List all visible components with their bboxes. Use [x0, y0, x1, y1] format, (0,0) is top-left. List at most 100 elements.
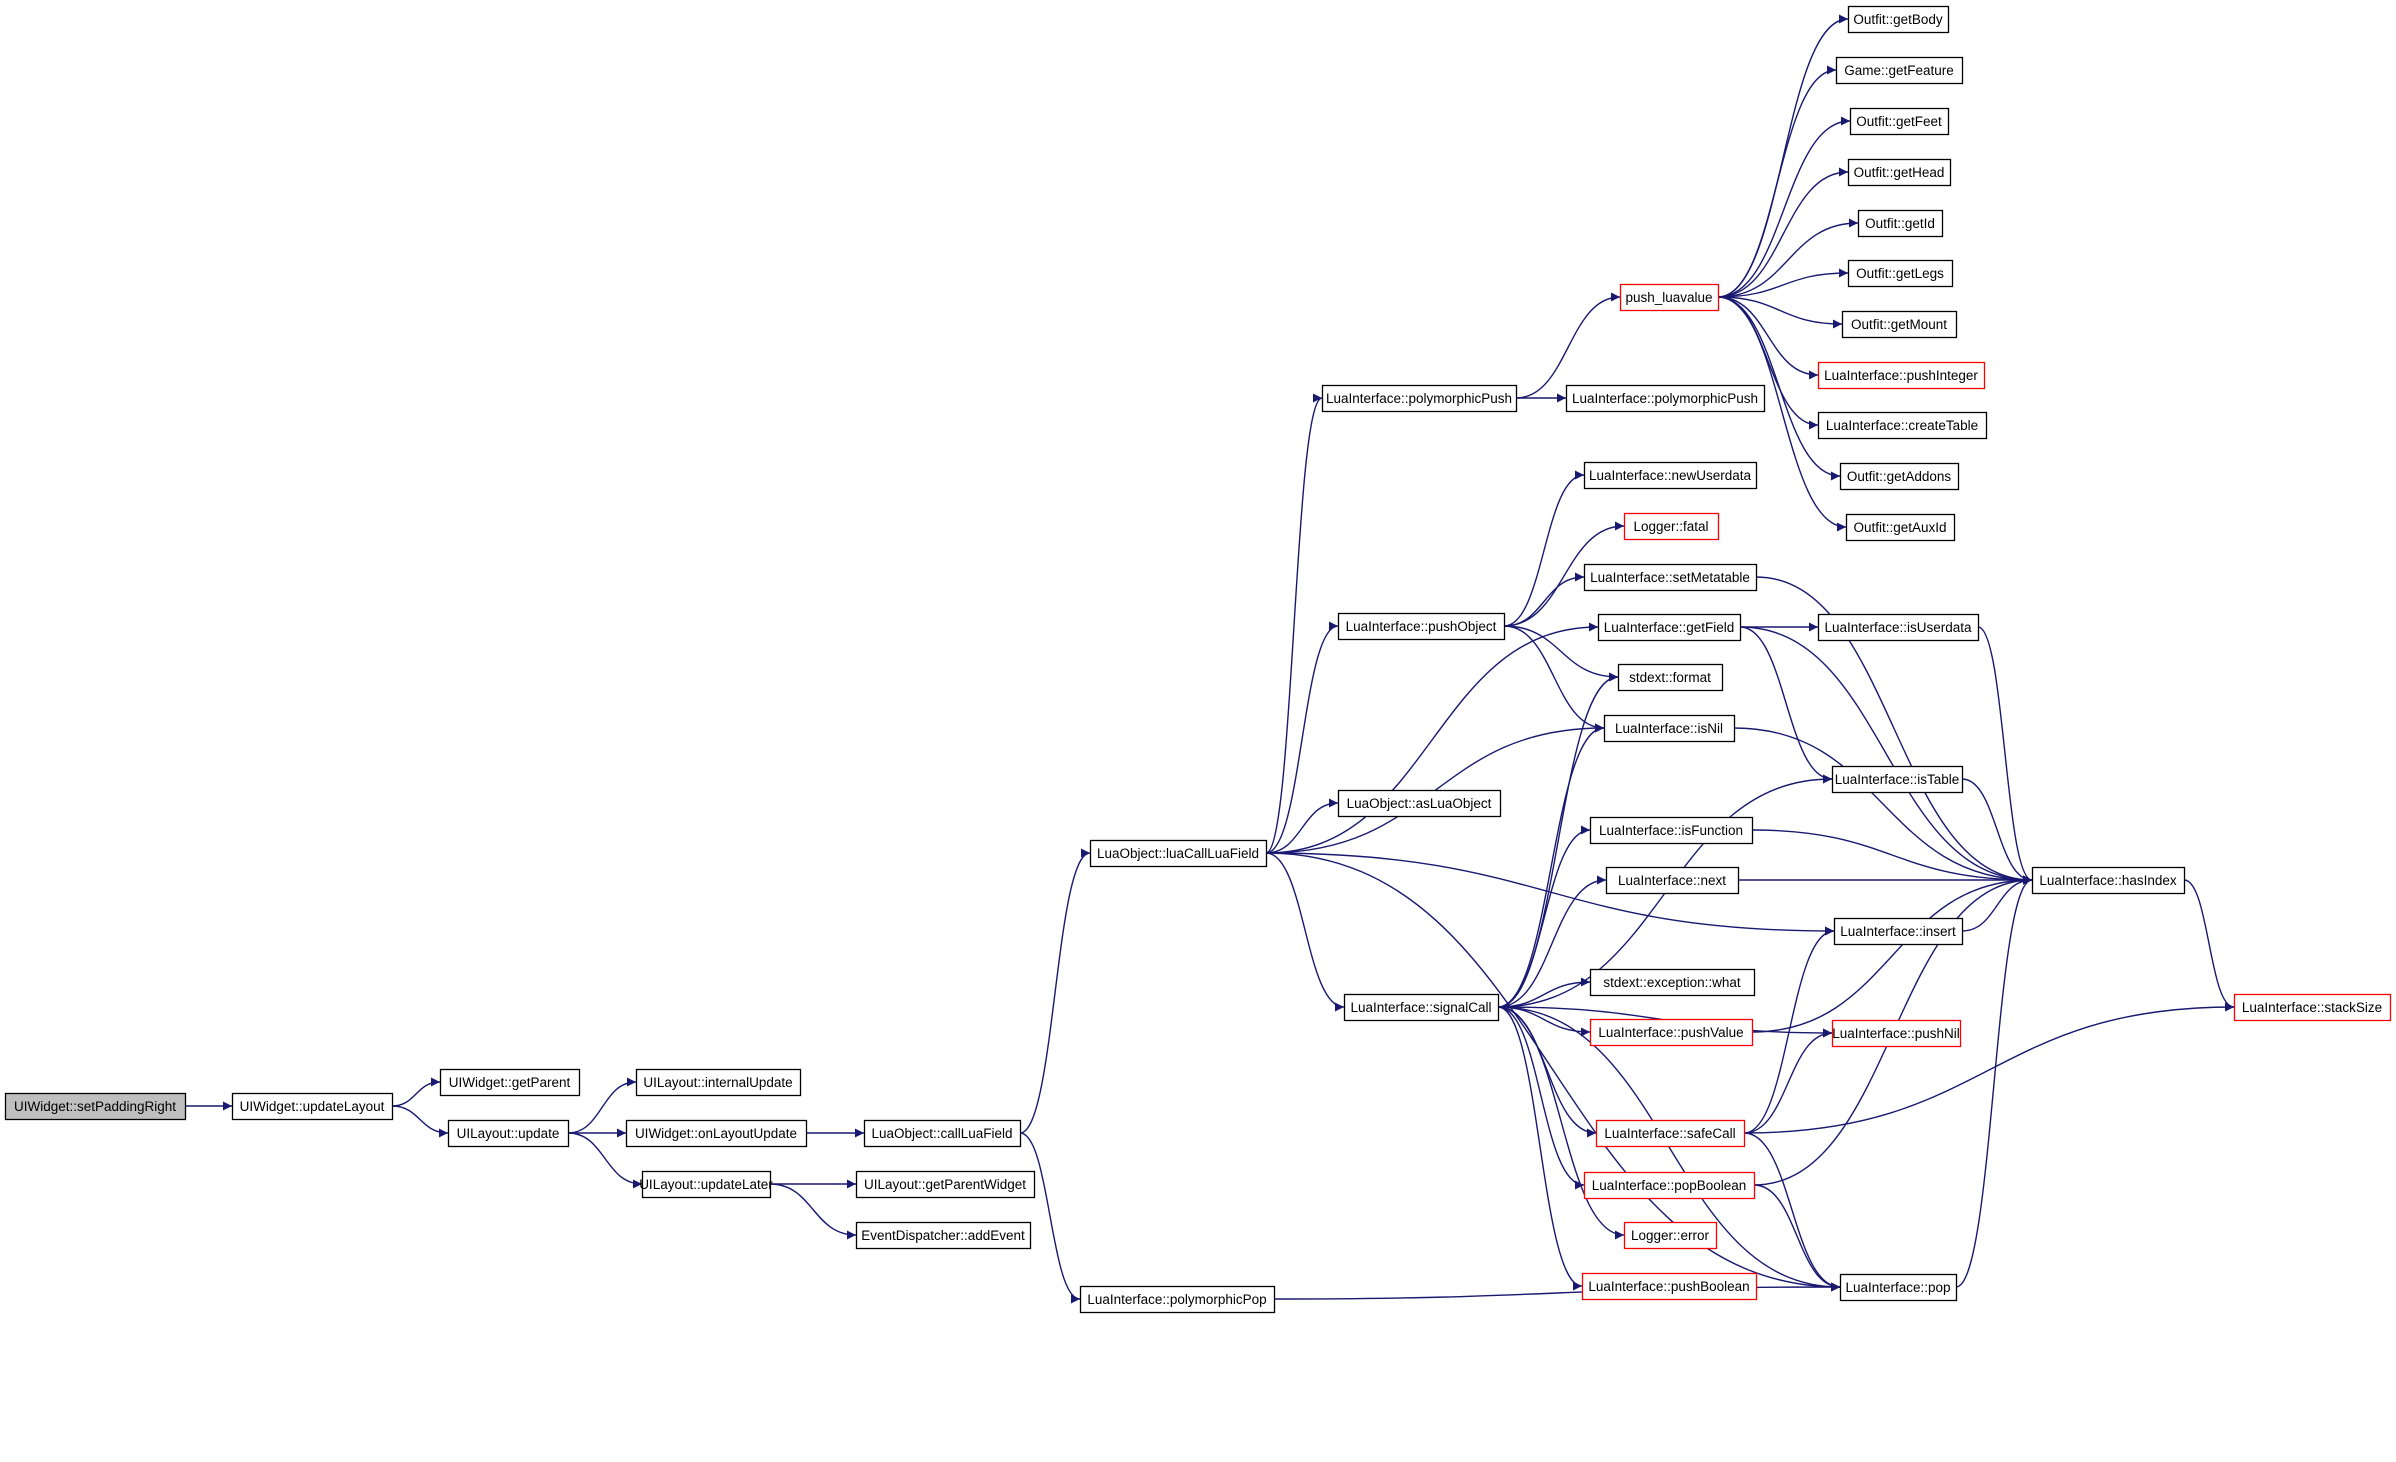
node-luainterface-stacksize[interactable]: LuaInterface::stackSize — [2233, 993, 2392, 1022]
node-luainterface-insert[interactable]: LuaInterface::insert — [1833, 917, 1964, 946]
edge-luainterface-safecall-to-luainterface-pop — [1743, 1132, 1841, 1292]
node-luainterface-next[interactable]: LuaInterface::next — [1605, 866, 1740, 895]
node-uilayout-update[interactable]: UILayout::update — [447, 1119, 570, 1148]
node-outfit-getaddons[interactable]: Outfit::getAddons — [1839, 462, 1960, 491]
node-luainterface-setmetatable[interactable]: LuaInterface::setMetatable — [1583, 563, 1758, 592]
node-luainterface-pushobject[interactable]: LuaInterface::pushObject — [1337, 612, 1506, 641]
node-label: LuaInterface::pop — [1845, 1280, 1950, 1295]
node-luainterface-popboolean[interactable]: LuaInterface::popBoolean — [1583, 1171, 1756, 1200]
node-label: LuaInterface::pushValue — [1598, 1025, 1743, 1040]
node-box — [1605, 866, 1740, 895]
node-luainterface-pushnil[interactable]: LuaInterface::pushNil — [1831, 1019, 1962, 1048]
node-label: LuaInterface::insert — [1840, 924, 1956, 939]
node-push-luavalue[interactable]: push_luavalue — [1619, 283, 1720, 312]
node-outfit-getid[interactable]: Outfit::getId — [1857, 209, 1944, 238]
edge-luainterface-pushobject-to-luainterface-setmetatable — [1503, 572, 1585, 627]
edge-luainterface-signalcall-to-luainterface-isnil — [1497, 723, 1605, 1008]
node-outfit-getfeet[interactable]: Outfit::getFeet — [1849, 107, 1950, 136]
node-luainterface-pushboolean[interactable]: LuaInterface::pushBoolean — [1581, 1272, 1758, 1301]
node-box — [1583, 1171, 1756, 1200]
node-luainterface-polymorphicpush[interactable]: LuaInterface::polymorphicPush — [1565, 384, 1766, 413]
node-label: Logger::error — [1631, 1228, 1710, 1243]
node-luainterface-getfield[interactable]: LuaInterface::getField — [1597, 613, 1742, 642]
node-luaobject-luacallluafield[interactable]: LuaObject::luaCallLuaField — [1089, 839, 1268, 868]
node-box — [447, 1119, 570, 1148]
node-luainterface-signalcall[interactable]: LuaInterface::signalCall — [1343, 993, 1500, 1022]
node-luainterface-polymorphicpush[interactable]: LuaInterface::polymorphicPush — [1321, 384, 1518, 413]
edge-luainterface-signalcall-to-logger-error — [1497, 1006, 1625, 1240]
node-stdext-exception-what[interactable]: stdext::exception::what — [1589, 968, 1756, 997]
node-box — [855, 1170, 1036, 1199]
node-outfit-getauxid[interactable]: Outfit::getAuxId — [1845, 513, 1956, 542]
node-logger-error[interactable]: Logger::error — [1623, 1221, 1718, 1250]
node-label: LuaInterface::pushNil — [1832, 1026, 1960, 1041]
node-luainterface-isuserdata[interactable]: LuaInterface::isUserdata — [1817, 613, 1980, 642]
node-label: Outfit::getHead — [1854, 165, 1945, 180]
node-luainterface-polymorphicpop[interactable]: LuaInterface::polymorphicPop — [1079, 1285, 1276, 1314]
node-luainterface-isfunction[interactable]: LuaInterface::isFunction — [1589, 816, 1754, 845]
node-label: LuaInterface::signalCall — [1350, 1000, 1491, 1015]
node-label: LuaInterface::isUserdata — [1824, 620, 1972, 635]
node-luainterface-createtable[interactable]: LuaInterface::createTable — [1817, 411, 1988, 440]
node-luainterface-pop[interactable]: LuaInterface::pop — [1839, 1273, 1958, 1302]
node-uilayout-getparentwidget[interactable]: UILayout::getParentWidget — [855, 1170, 1036, 1199]
node-luaobject-asluaobject[interactable]: LuaObject::asLuaObject — [1337, 789, 1502, 818]
node-label: Outfit::getBody — [1853, 12, 1943, 27]
edge-luainterface-pushobject-to-luainterface-newuserdata — [1503, 470, 1585, 627]
node-uilayout-updatelater[interactable]: UILayout::updateLater — [639, 1170, 773, 1199]
node-uiwidget-getparent[interactable]: UIWidget::getParent — [439, 1068, 581, 1097]
nodes-layer: UIWidget::setPaddingRight UIWidget::updat… — [4, 5, 2392, 1314]
edge-uilayout-update-to-uilayout-updatelater — [567, 1132, 643, 1189]
node-box — [625, 1119, 808, 1148]
node-luainterface-isnil[interactable]: LuaInterface::isNil — [1603, 714, 1736, 743]
node-label: LuaInterface::polymorphicPush — [1572, 391, 1758, 406]
edge-push-luavalue-to-outfit-getmount — [1717, 296, 1843, 329]
node-uilayout-internalupdate[interactable]: UILayout::internalUpdate — [635, 1068, 802, 1097]
node-label: UIWidget::getParent — [449, 1075, 571, 1090]
node-luainterface-safecall[interactable]: LuaInterface::safeCall — [1595, 1119, 1746, 1148]
node-uiwidget-setpaddingright[interactable]: UIWidget::setPaddingRight — [4, 1092, 187, 1121]
edge-luainterface-popboolean-to-luainterface-pop — [1753, 1184, 1841, 1292]
edge-luaobject-luacallluafield-to-luainterface-pushobject — [1265, 621, 1339, 854]
node-box — [1595, 1119, 1746, 1148]
node-box — [1831, 1019, 1962, 1048]
node-label: LuaInterface::next — [1618, 873, 1726, 888]
node-luainterface-pushinteger[interactable]: LuaInterface::pushInteger — [1817, 361, 1986, 390]
node-box — [635, 1068, 802, 1097]
node-luainterface-pushvalue[interactable]: LuaInterface::pushValue — [1589, 1018, 1754, 1047]
edge-uilayout-updatelater-to-eventdispatcher-addevent — [769, 1183, 857, 1240]
node-box — [1589, 816, 1754, 845]
node-box — [1581, 1272, 1758, 1301]
node-box — [1623, 512, 1720, 541]
edge-luainterface-getfield-to-luainterface-istable — [1739, 626, 1833, 784]
node-label: LuaInterface::polymorphicPush — [1326, 391, 1512, 406]
node-uiwidget-onlayoutupdate[interactable]: UIWidget::onLayoutUpdate — [625, 1119, 808, 1148]
node-outfit-getbody[interactable]: Outfit::getBody — [1847, 5, 1950, 34]
node-box — [1619, 283, 1720, 312]
node-box — [1343, 993, 1500, 1022]
node-luainterface-istable[interactable]: LuaInterface::isTable — [1831, 765, 1964, 794]
node-luainterface-hasindex[interactable]: LuaInterface::hasIndex — [2031, 866, 2186, 895]
edge-luainterface-signalcall-to-luainterface-isfunction — [1497, 825, 1591, 1008]
node-label: LuaInterface::pushBoolean — [1588, 1279, 1749, 1294]
node-outfit-gethead[interactable]: Outfit::getHead — [1847, 158, 1952, 187]
node-luaobject-callluafield[interactable]: LuaObject::callLuaField — [863, 1119, 1022, 1148]
node-label: Outfit::getMount — [1851, 317, 1947, 332]
edge-push-luavalue-to-luainterface-pushinteger — [1717, 296, 1819, 380]
node-luainterface-newuserdata[interactable]: LuaInterface::newUserdata — [1583, 461, 1758, 490]
edge-luainterface-insert-to-luainterface-hasindex — [1961, 875, 2033, 932]
node-box — [1839, 1273, 1958, 1302]
edge-luainterface-setmetatable-to-luainterface-hasindex — [1755, 576, 2033, 885]
node-outfit-getlegs[interactable]: Outfit::getLegs — [1847, 259, 1954, 288]
node-box — [863, 1119, 1022, 1148]
node-game-getfeature[interactable]: Game::getFeature — [1835, 56, 1964, 85]
node-outfit-getmount[interactable]: Outfit::getMount — [1841, 310, 1958, 339]
edge-luaobject-luacallluafield-to-luainterface-insert — [1265, 852, 1835, 936]
node-eventdispatcher-addevent[interactable]: EventDispatcher::addEvent — [855, 1221, 1032, 1250]
edge-luainterface-isfunction-to-luainterface-hasindex — [1751, 829, 2033, 885]
node-uiwidget-updatelayout[interactable]: UIWidget::updateLayout — [231, 1092, 394, 1121]
node-stdext-format[interactable]: stdext::format — [1617, 663, 1724, 692]
node-label: UIWidget::setPaddingRight — [14, 1099, 176, 1114]
node-box — [1079, 1285, 1276, 1314]
node-logger-fatal[interactable]: Logger::fatal — [1623, 512, 1720, 541]
